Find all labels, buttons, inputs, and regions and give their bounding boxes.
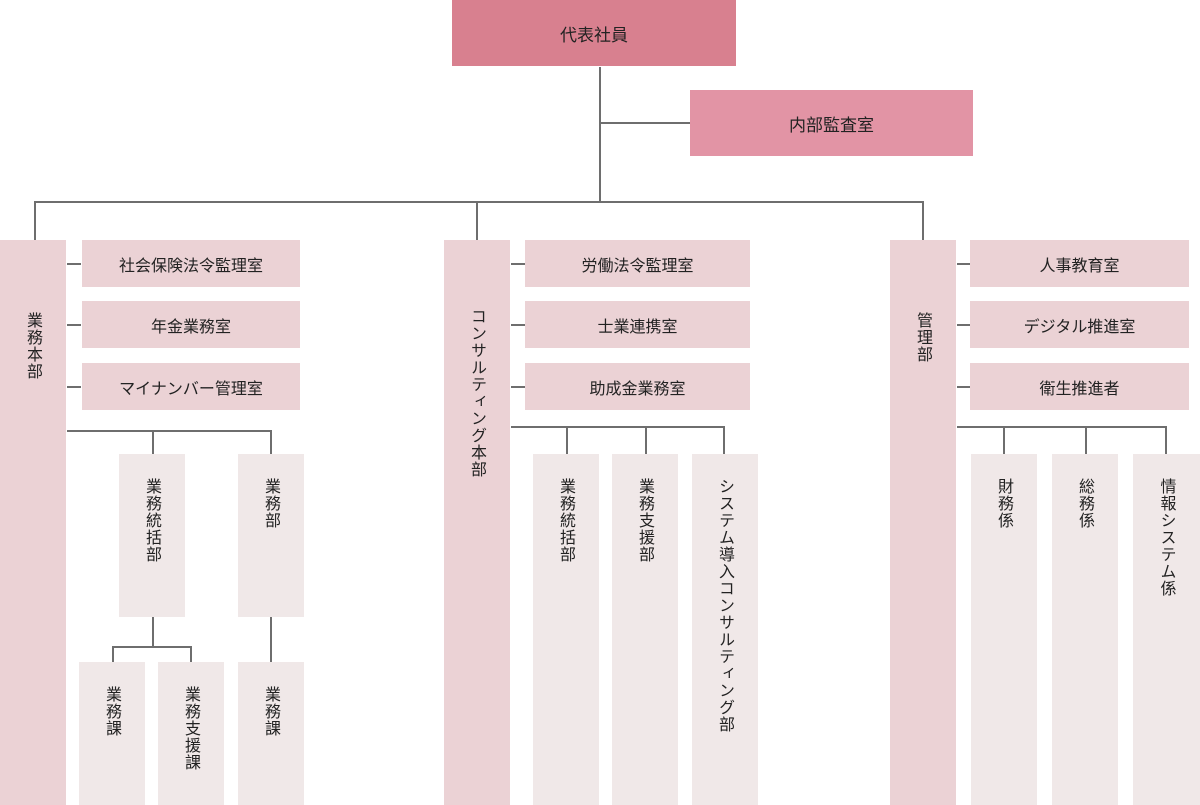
connector-line bbox=[601, 122, 690, 124]
connector-line bbox=[112, 646, 192, 648]
connector-line bbox=[957, 263, 971, 265]
department-box: 情報システム係 bbox=[1133, 454, 1200, 805]
internal-audit-label: 内部監査室 bbox=[789, 115, 874, 136]
room-label: デジタル推進室 bbox=[1023, 316, 1136, 336]
connector-line bbox=[67, 263, 81, 265]
connector-line bbox=[511, 263, 525, 265]
room-box: 社会保険法令監理室 bbox=[82, 240, 300, 287]
connector-line bbox=[957, 324, 971, 326]
connector-line bbox=[1085, 426, 1087, 454]
department-label: 業務統括部 bbox=[557, 478, 576, 563]
internal-audit-box: 内部監査室 bbox=[690, 90, 973, 156]
department-box: 財務係 bbox=[971, 454, 1037, 805]
connector-line bbox=[67, 430, 272, 432]
connector-line bbox=[957, 386, 971, 388]
room-box: 労働法令監理室 bbox=[525, 240, 750, 287]
room-box: 年金業務室 bbox=[82, 301, 300, 348]
room-box: 士業連携室 bbox=[525, 301, 750, 348]
division-kanri-bu: 管理部 bbox=[890, 240, 956, 805]
department-box: 業務統括部 bbox=[119, 454, 185, 617]
connector-line bbox=[957, 426, 1167, 428]
connector-line bbox=[1003, 426, 1005, 454]
room-label: 年金業務室 bbox=[150, 316, 231, 336]
connector-line bbox=[270, 430, 272, 454]
room-label: 衛生推進者 bbox=[1039, 378, 1120, 398]
connector-line bbox=[723, 426, 725, 454]
connector-line bbox=[112, 646, 114, 662]
section-box: 業務課 bbox=[79, 662, 145, 805]
connector-line bbox=[1165, 426, 1167, 454]
department-label: 業務支援部 bbox=[636, 478, 655, 563]
connector-line bbox=[599, 67, 601, 202]
room-label: マイナンバー管理室 bbox=[119, 378, 263, 398]
connector-line bbox=[566, 426, 568, 454]
section-box: 業務支援課 bbox=[158, 662, 224, 805]
connector-line bbox=[67, 386, 81, 388]
president-box: 代表社員 bbox=[452, 0, 736, 66]
division-label: 業務本部 bbox=[24, 312, 43, 380]
connector-line bbox=[34, 201, 36, 240]
section-label: 業務課 bbox=[103, 686, 122, 737]
room-label: 人事教育室 bbox=[1039, 255, 1120, 275]
division-label: コンサルティング本部 bbox=[468, 308, 487, 478]
room-label: 労働法令監理室 bbox=[581, 255, 694, 275]
president-label: 代表社員 bbox=[560, 25, 628, 46]
connector-line bbox=[190, 646, 192, 662]
division-label: 管理部 bbox=[914, 312, 933, 363]
section-label: 業務支援課 bbox=[182, 686, 201, 771]
room-box: マイナンバー管理室 bbox=[82, 363, 300, 410]
department-box: システム導入コンサルティング部 bbox=[692, 454, 758, 805]
connector-line bbox=[645, 426, 647, 454]
connector-line bbox=[511, 324, 525, 326]
department-label: 情報システム係 bbox=[1157, 478, 1177, 597]
section-box: 業務課 bbox=[238, 662, 304, 805]
department-box: 業務部 bbox=[238, 454, 304, 617]
department-box: 総務係 bbox=[1052, 454, 1118, 805]
room-label: 助成金業務室 bbox=[589, 378, 686, 398]
room-box: 人事教育室 bbox=[970, 240, 1189, 287]
department-label: 業務部 bbox=[262, 478, 281, 529]
room-box: 助成金業務室 bbox=[525, 363, 750, 410]
connector-line bbox=[152, 430, 154, 454]
department-label: 業務統括部 bbox=[143, 478, 162, 563]
department-label: 財務係 bbox=[995, 478, 1014, 529]
connector-line bbox=[67, 324, 81, 326]
department-label: 総務係 bbox=[1076, 478, 1095, 529]
department-box: 業務支援部 bbox=[612, 454, 678, 805]
connector-line bbox=[476, 201, 478, 240]
division-gyomu-honbu: 業務本部 bbox=[0, 240, 66, 805]
section-label: 業務課 bbox=[262, 686, 281, 737]
department-label: システム導入コンサルティング部 bbox=[716, 478, 735, 733]
connector-line bbox=[511, 386, 525, 388]
room-label: 社会保険法令監理室 bbox=[118, 255, 263, 275]
connector-line bbox=[152, 617, 154, 647]
room-box: 衛生推進者 bbox=[970, 363, 1189, 410]
department-box: 業務統括部 bbox=[533, 454, 599, 805]
connector-line bbox=[511, 426, 725, 428]
room-label: 士業連携室 bbox=[597, 316, 678, 336]
connector-line bbox=[34, 201, 924, 203]
connector-line bbox=[270, 617, 272, 662]
division-consulting-honbu: コンサルティング本部 bbox=[444, 240, 510, 805]
connector-line bbox=[922, 201, 924, 240]
room-box: デジタル推進室 bbox=[970, 301, 1189, 348]
